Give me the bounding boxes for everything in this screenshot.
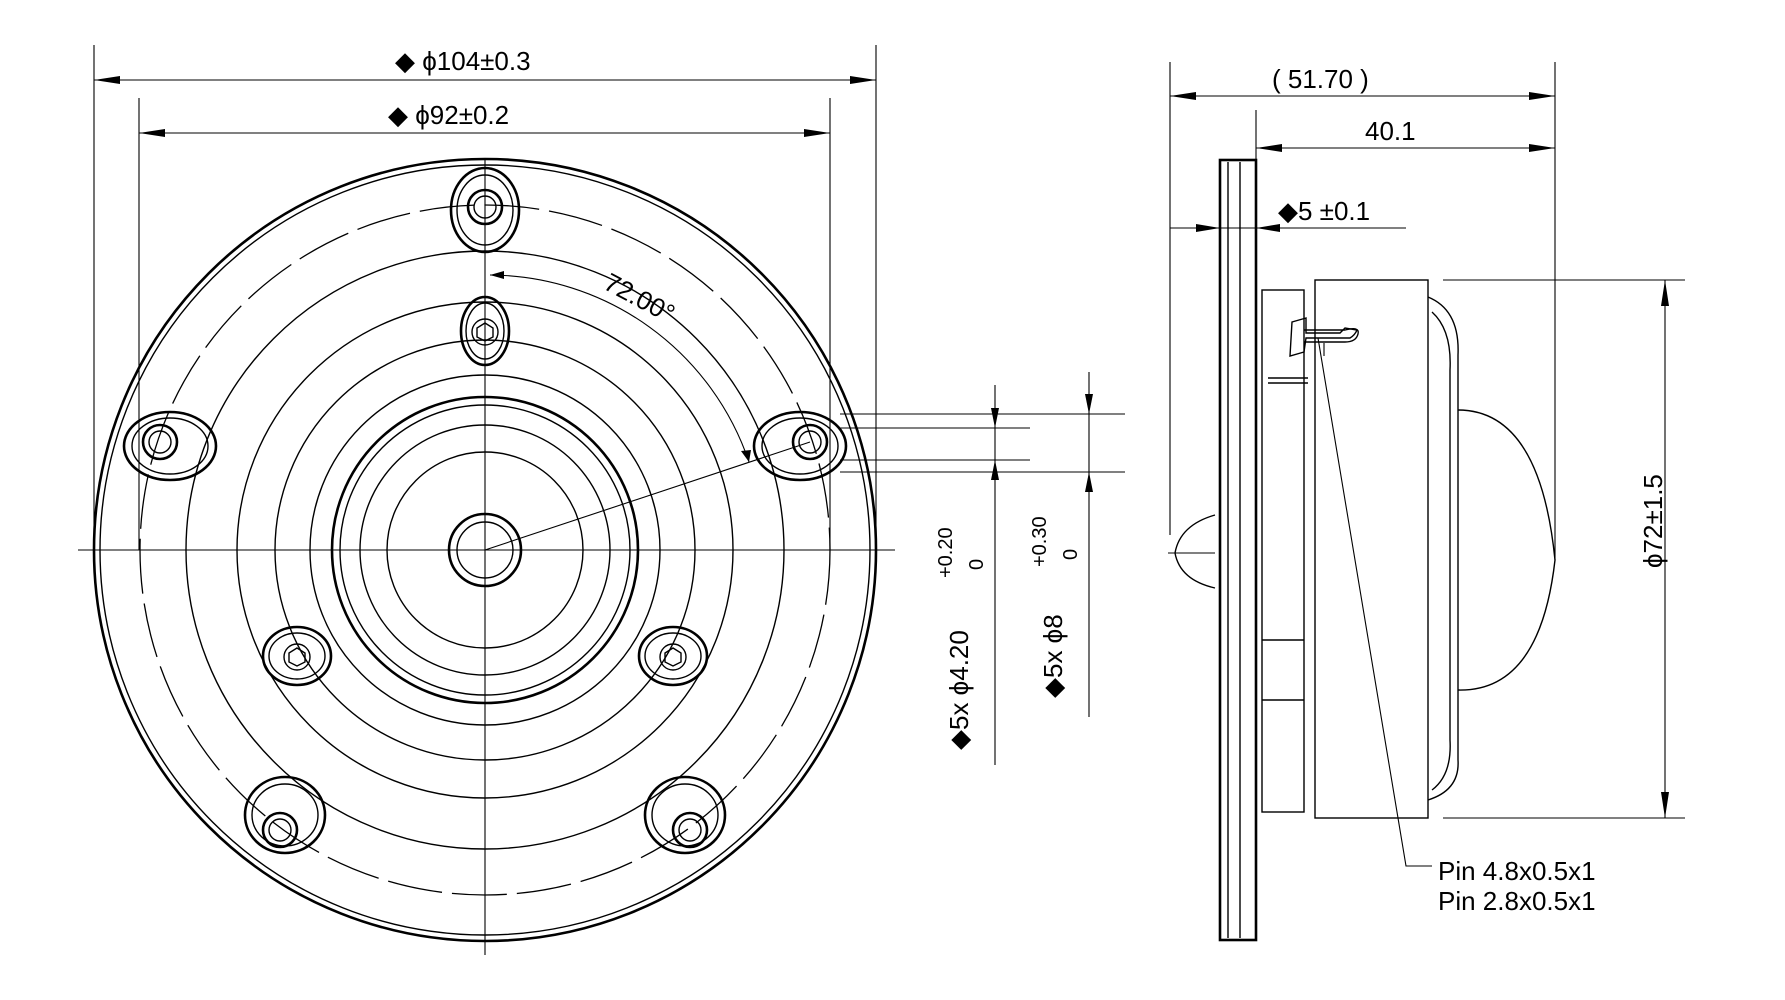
dome-inner [386,451,584,649]
pin-label-1: Pin 4.8x0.5x1 [1438,856,1596,886]
ring-mid [236,301,734,799]
dome-surround-ring-2 [339,404,631,696]
dome-surround-ring [330,395,640,705]
side-pin [1289,317,1358,357]
screw-top [459,295,511,367]
center-hole-outer [447,512,523,588]
dome-surround-outer [309,374,661,726]
screw-left [261,625,333,687]
overall-depth-label: ( 51.70 ) [1272,64,1369,94]
counterbore-tol-upper: +0.30 [1029,516,1051,567]
bolt-circle-label: ◆ ϕ92±0.2 [388,100,509,130]
outer-diameter-label: ◆ ϕ104±0.3 [395,46,531,76]
center-hole-inner [456,521,514,579]
mounting-hole-bottom-left [243,775,327,855]
side-flange-plate [1218,158,1258,942]
side-terminal-block [1261,289,1305,813]
mounting-hole-bottom-right [643,775,727,855]
screw-right [637,625,709,687]
angle-label: 72.00° [599,267,680,329]
counterbore-tol-lower: 0 [1060,549,1082,560]
outer-flange-inner-circle [99,164,871,936]
pin-leader-line [1317,337,1432,867]
side-dome [1457,409,1556,691]
counterbore-label: ◆5x ϕ8 [1038,614,1068,698]
flange-thickness-label: ◆5 ±0.1 [1278,196,1370,226]
screw-circle [274,339,696,761]
dome-edge [359,424,611,676]
mounting-hole-left [122,410,218,482]
pin-label-2: Pin 2.8x0.5x1 [1438,886,1596,916]
front-view: 72.00° ◆ ϕ104±0.3 ◆ ϕ92±0.2 ◆5x ϕ4.20 +0… [78,45,1125,955]
mounting-hole-right [752,410,848,482]
side-motor-body [1314,279,1429,819]
hole-tol-lower: 0 [966,559,988,570]
angle-leader-line [484,441,811,551]
hole-tol-upper: +0.20 [935,527,957,578]
side-rear-dome [1174,514,1216,589]
body-depth-label: 40.1 [1365,116,1416,146]
mounting-hole-top [449,166,521,254]
body-diameter-label: ϕ72±1.5 [1638,474,1668,568]
angle-dimension-arc [489,274,750,463]
side-dome-housing [1427,296,1459,801]
hole-label: ◆5x ϕ4.20 [944,630,974,750]
side-view: ( 51.70 ) 40.1 ◆5 ±0.1 ϕ72±1.5 Pin 4.8x0… [1168,62,1685,942]
